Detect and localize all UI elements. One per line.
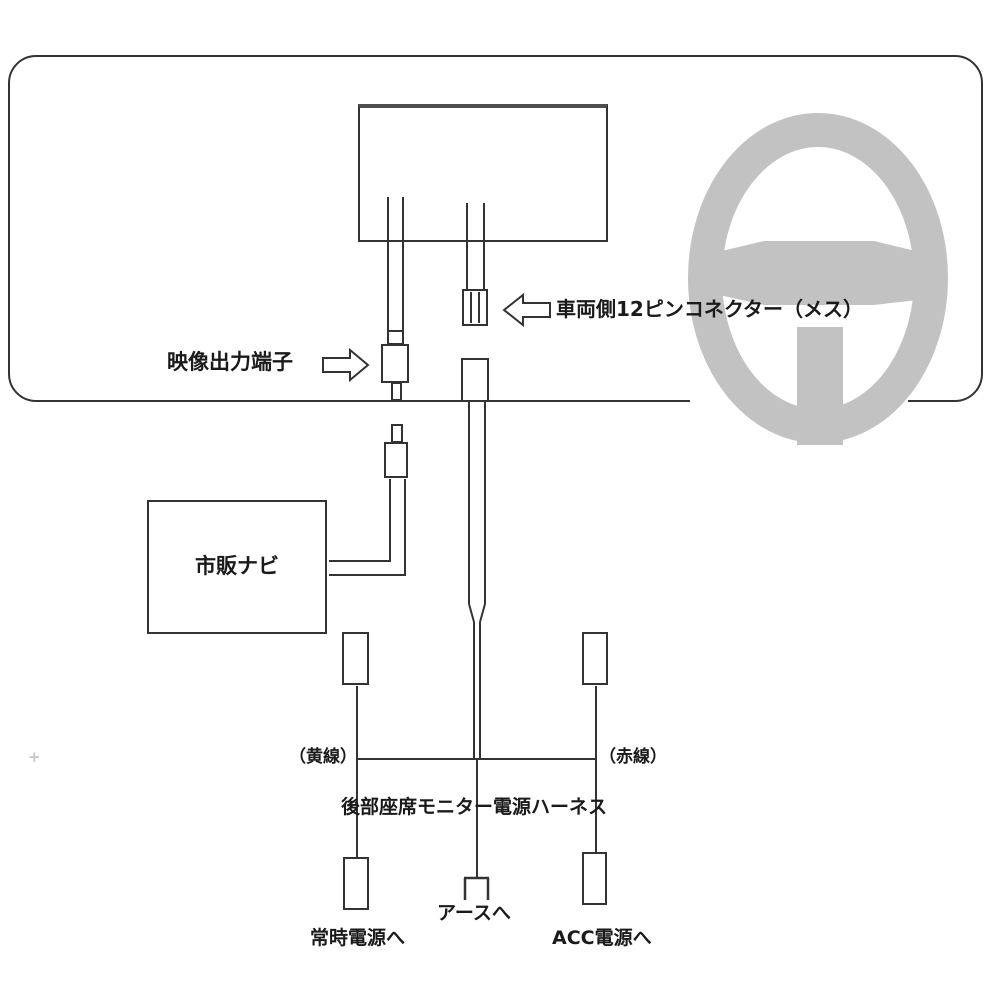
rca-male-body bbox=[384, 442, 408, 478]
ground-label: アースへ bbox=[437, 902, 511, 924]
rca-male-tip bbox=[391, 424, 403, 443]
yellow-wire-label: （黄線） bbox=[289, 747, 357, 767]
red-branch-connector bbox=[582, 632, 608, 685]
red-wire-label: （赤線） bbox=[599, 747, 667, 767]
rca-female-neck bbox=[387, 330, 404, 345]
constant-power-terminal bbox=[343, 857, 369, 910]
navi-cable bbox=[329, 479, 406, 576]
rca-female-tip bbox=[391, 382, 402, 401]
dashboard-outline bbox=[8, 55, 983, 402]
stray-mark: + bbox=[28, 748, 41, 766]
12pin-stripe bbox=[478, 292, 480, 323]
video-output-label: 映像出力端子 bbox=[167, 350, 293, 374]
harness-connector bbox=[461, 358, 489, 402]
acc-power-label: ACC電源へ bbox=[552, 927, 652, 949]
rca-female-body bbox=[381, 344, 409, 383]
acc-power-terminal bbox=[582, 852, 607, 905]
navi-box: 市販ナビ bbox=[147, 500, 327, 634]
constant-power-label: 常時電源へ bbox=[310, 927, 406, 949]
yellow-branch-connector bbox=[342, 632, 369, 685]
harness-label: 後部座席モニター電源ハーネス bbox=[341, 796, 608, 818]
rear-monitor-box bbox=[358, 104, 608, 242]
vehicle-connector-label: 車両側12ピンコネクター（メス） bbox=[556, 297, 864, 321]
12pin-stripe bbox=[470, 292, 472, 323]
harness-cable bbox=[468, 402, 486, 759]
12pin-connector bbox=[462, 289, 488, 326]
navi-label: 市販ナビ bbox=[195, 554, 279, 579]
ground-fork-icon bbox=[463, 876, 490, 900]
